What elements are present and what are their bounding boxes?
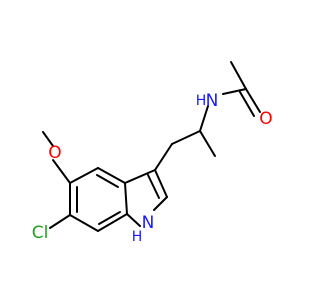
bond-c3-c2: [154, 169, 168, 198]
bond-ch-methyl: [199, 130, 216, 157]
bond-carbonyl-oxygen: [245, 88, 261, 113]
structure-diagram: N H O O Cl N H: [0, 0, 300, 300]
amide-hydrogen-label: H: [196, 93, 207, 109]
bond-ch-ch2: [171, 130, 201, 145]
bond-methyl-carbonyl: [230, 61, 247, 90]
carbonyl-oxygen-label: O: [259, 109, 272, 129]
bond-c2-n1: [153, 196, 168, 211]
bond-c7-c7a-double: [98, 211, 121, 225]
bond-c3a-c4: [97, 167, 126, 184]
methoxy-oxygen-label: O: [48, 143, 61, 163]
bond-methoxy-o-methyl: [42, 131, 54, 147]
bond-c3a-c7a: [124, 182, 128, 215]
bond-c3-c2-double: [147, 174, 160, 199]
molecule-canvas: N H O O Cl N H: [0, 0, 300, 300]
bond-c7-c7a: [97, 213, 128, 232]
bond-c4-c5: [69, 167, 99, 184]
amide-nitrogen-label: N: [206, 91, 219, 111]
bond-c3a-c4-double: [96, 174, 119, 188]
indole-nitrogen-label: N: [142, 213, 155, 233]
bond-carbonyl-amide-n: [222, 88, 247, 95]
bond-ch2-c3: [154, 143, 173, 171]
bond-c5-methoxy-o: [52, 159, 71, 184]
bond-amide-n-ch: [199, 105, 209, 132]
bond-carbonyl-oxygen-double: [239, 91, 255, 117]
bond-c6-cl: [49, 214, 71, 229]
bonds: [42, 61, 261, 232]
atom-labels: N H O O Cl N H: [32, 91, 273, 245]
bond-c6-c7: [69, 214, 99, 232]
bond-n1-c7a: [126, 213, 141, 227]
bond-c3-c3a: [124, 169, 156, 184]
indole-hydrogen-label: H: [132, 229, 143, 245]
chlorine-label: Cl: [32, 223, 49, 243]
background: [0, 0, 300, 300]
